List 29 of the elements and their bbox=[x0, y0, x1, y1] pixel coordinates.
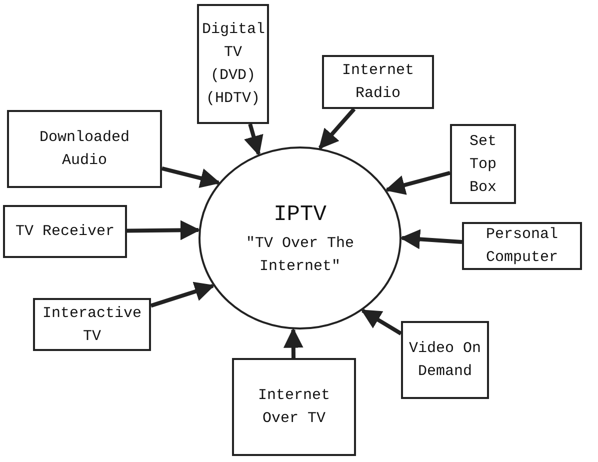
arrow bbox=[244, 123, 264, 156]
box-label: Personal Computer bbox=[484, 225, 559, 268]
arrow bbox=[126, 220, 200, 240]
arrow bbox=[283, 328, 304, 358]
text-box bbox=[7, 110, 162, 188]
box-label: Internet Over TV bbox=[256, 386, 331, 429]
box-label: Downloaded Audio bbox=[38, 128, 130, 171]
text-box bbox=[401, 321, 489, 399]
text-box bbox=[3, 205, 127, 258]
box-label: Internet Radio bbox=[340, 61, 415, 104]
box-label: Video On Demand bbox=[408, 339, 482, 382]
node-label: IPTV bbox=[274, 201, 326, 229]
arrow bbox=[162, 166, 220, 188]
arrow bbox=[318, 108, 356, 150]
text-box bbox=[322, 55, 434, 109]
arrow bbox=[360, 308, 402, 336]
text-box bbox=[450, 124, 516, 204]
text-box bbox=[33, 298, 151, 351]
box-label: Digital TV (DVD) (HDTV) bbox=[202, 20, 264, 109]
text-box bbox=[197, 4, 269, 124]
box-label: TV Receiver bbox=[15, 222, 115, 242]
text-box bbox=[462, 222, 582, 270]
node-subtitle: "TV Over The Internet" bbox=[245, 234, 355, 277]
box-label: Interactive TV bbox=[41, 304, 143, 346]
text-box bbox=[232, 358, 356, 456]
arrow bbox=[150, 282, 215, 308]
arrow bbox=[400, 229, 462, 250]
box-label: Set Top Box bbox=[468, 132, 498, 198]
arrow bbox=[384, 170, 451, 195]
